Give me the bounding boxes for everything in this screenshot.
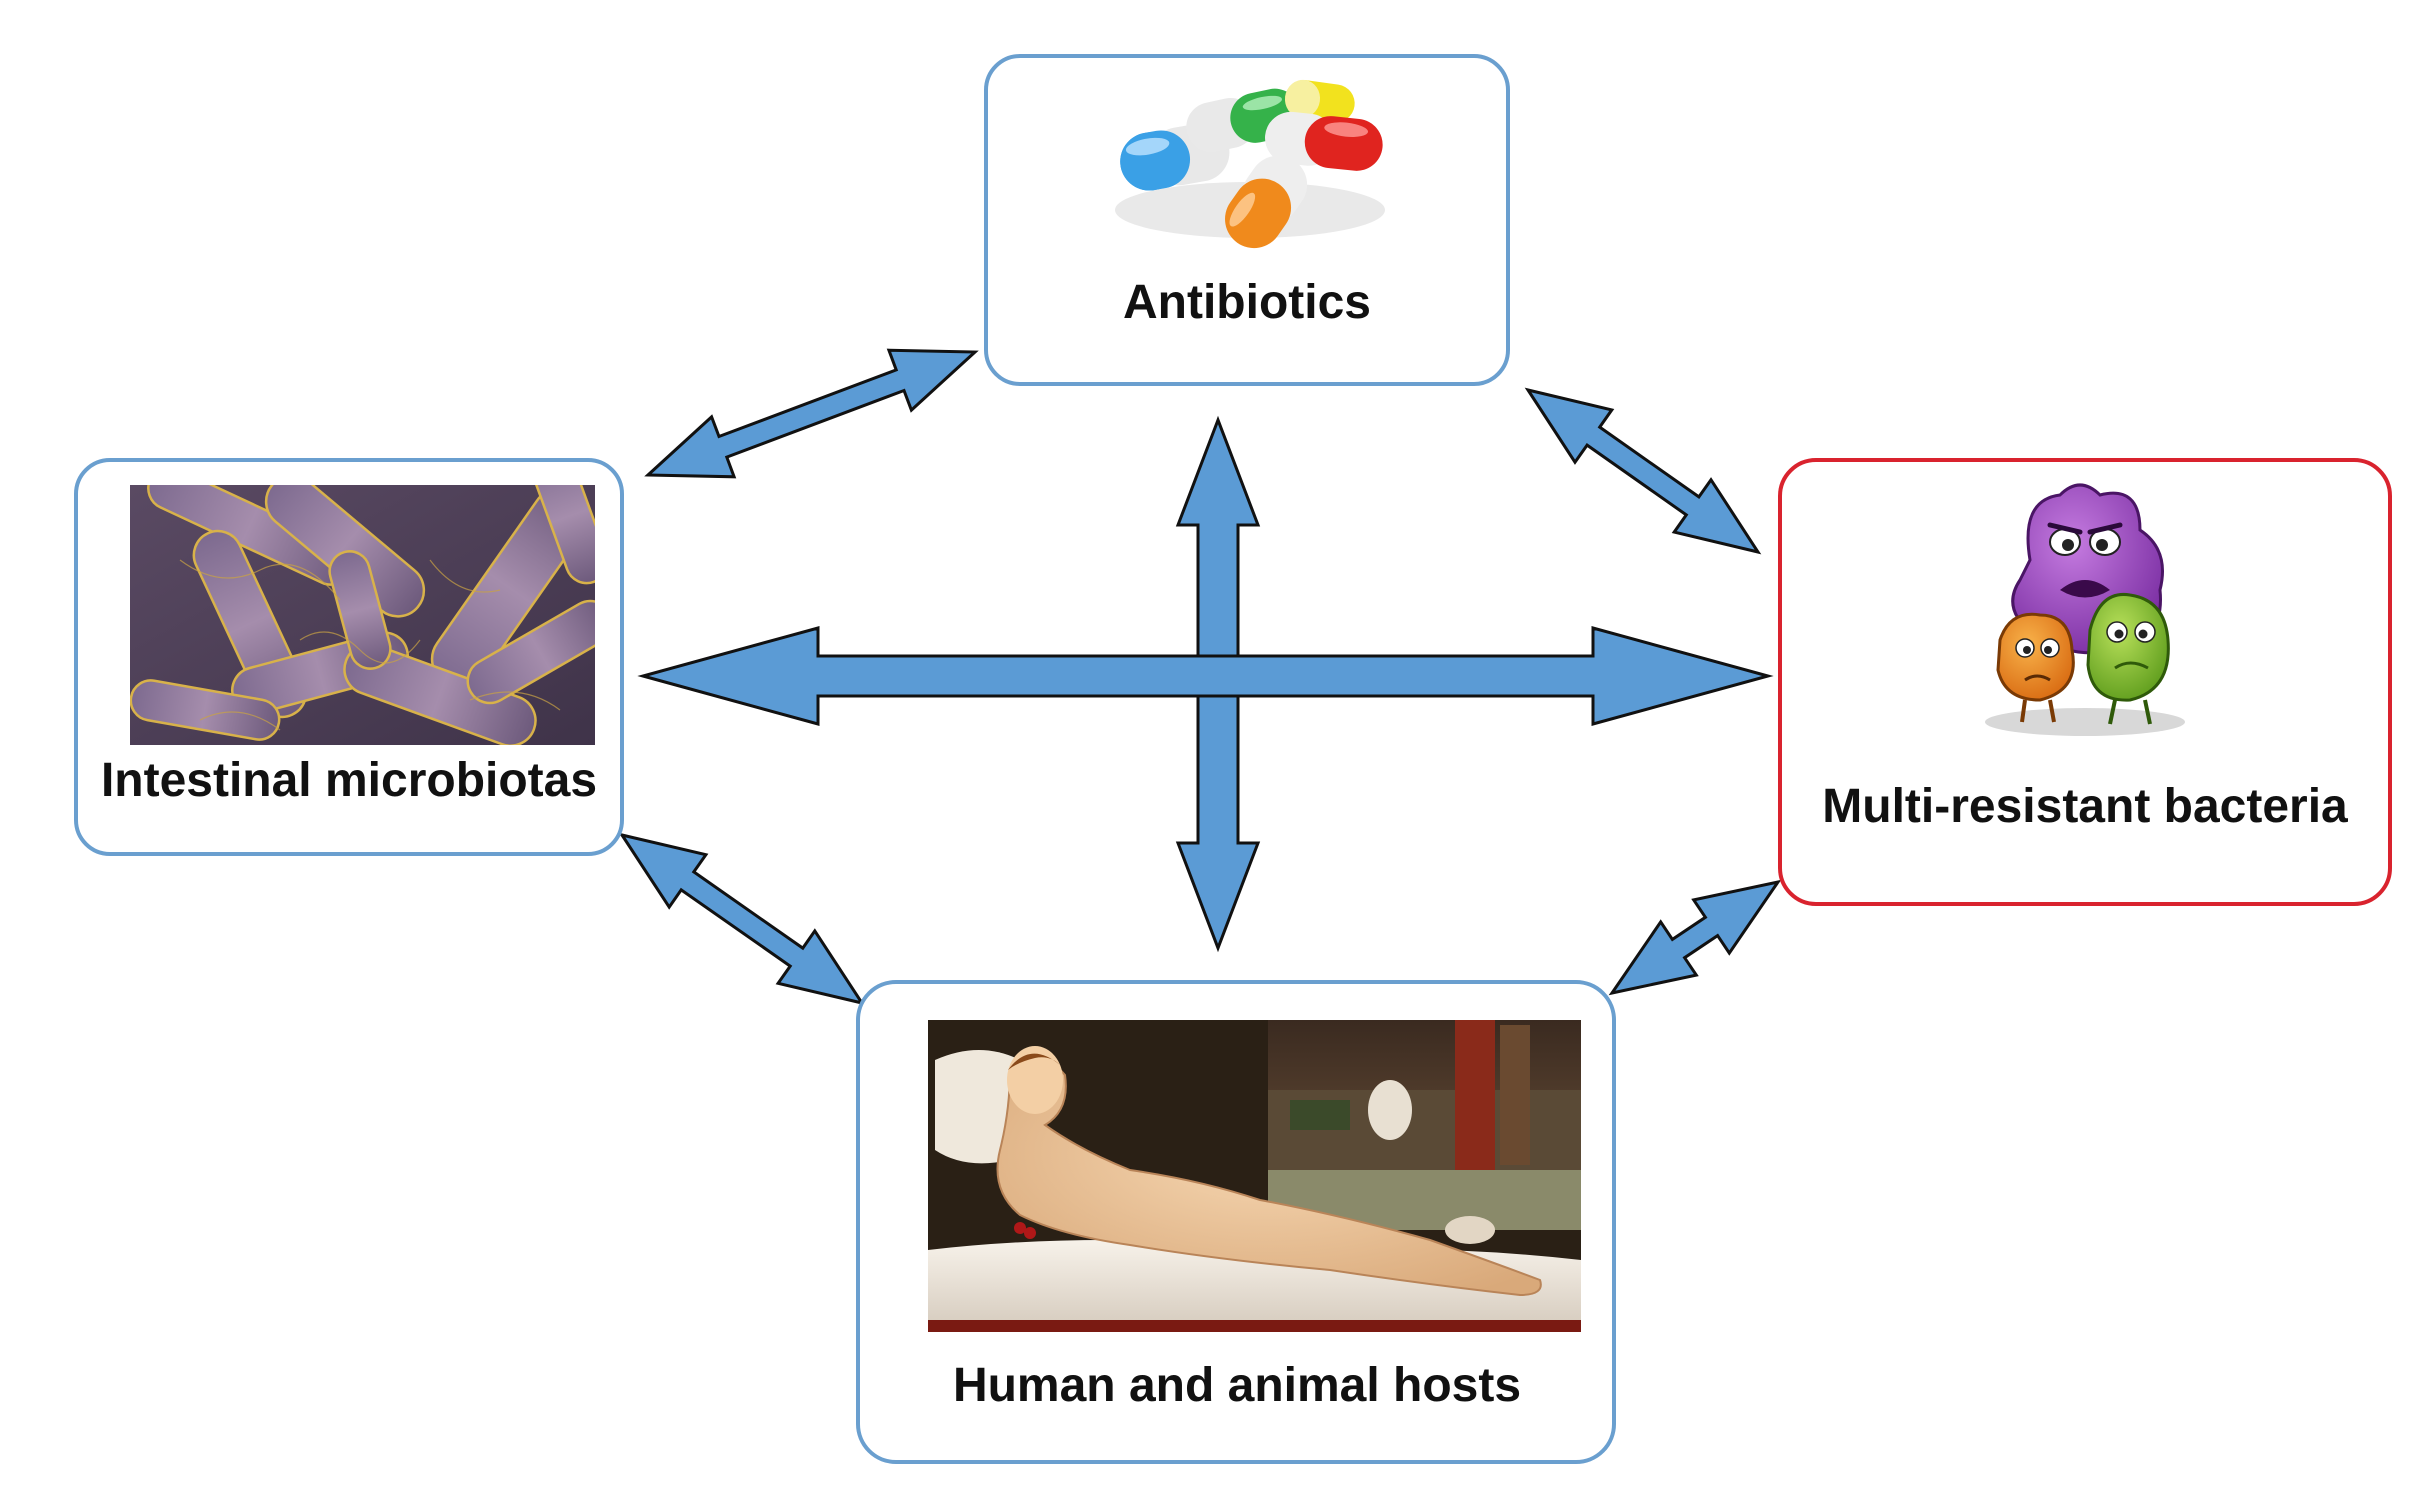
arrow-hosts-resistant	[1608, 879, 1782, 996]
hosts-label: Human and animal hosts	[953, 1359, 1521, 1412]
arrow-microbiota-antibiotics	[644, 348, 979, 479]
arrow-microbiota-resistant	[637, 626, 1774, 726]
antibiotics-label: Antibiotics	[1123, 276, 1371, 329]
reclining-figure-painting	[928, 1020, 1581, 1332]
arrows-layer	[618, 348, 1782, 1006]
node-microbiota: Intestinal microbiotas	[74, 458, 624, 856]
pills-icon	[1115, 79, 1385, 249]
microbiota-label: Intestinal microbiotas	[101, 754, 597, 807]
resistant-label: Multi-resistant bacteria	[1822, 780, 2348, 833]
arrow-antibiotics-resistant	[1524, 387, 1762, 555]
node-resistant: Multi-resistant bacteria	[1778, 458, 2392, 906]
node-hosts: Human and animal hosts	[856, 980, 1616, 1464]
node-antibiotics: Antibiotics	[984, 54, 1510, 386]
germ-cartoon-icon	[1985, 483, 2185, 736]
arrow-microbiota-hosts	[618, 832, 866, 1006]
bacteria-micrograph	[130, 485, 595, 745]
resistant-box	[1778, 458, 2392, 906]
